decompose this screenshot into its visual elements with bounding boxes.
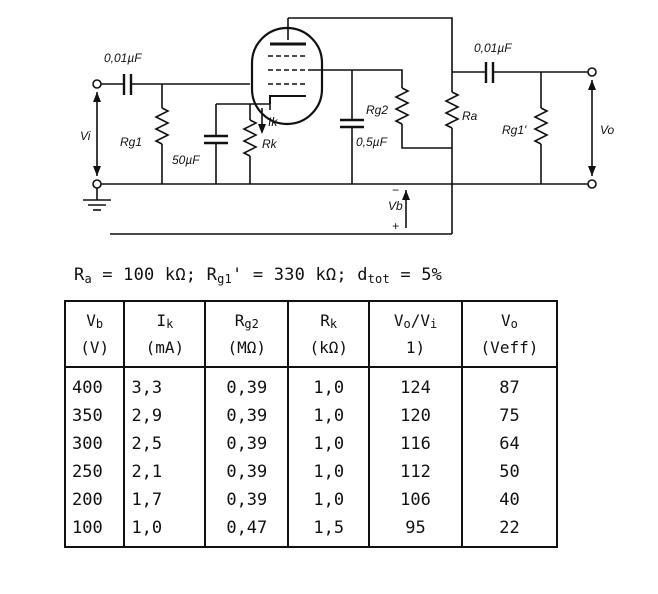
- rg2-resistor: [394, 87, 410, 125]
- table-cell: 75: [460, 402, 559, 430]
- rg1p-resistor: [533, 107, 549, 145]
- rg2-wire-bottom: [401, 124, 452, 149]
- dtot-value: = 5%: [389, 265, 443, 285]
- table-row: 350 2,9 0,39 1,0 120 75: [63, 402, 559, 430]
- dtot-symbol: d: [357, 265, 368, 285]
- c-in-label: 0,01µF: [104, 51, 142, 65]
- ik-label: Ik: [268, 115, 278, 129]
- vb-label: Vb: [388, 199, 403, 213]
- table-cell: 22: [460, 514, 559, 548]
- table-cell: 0,39: [204, 430, 290, 458]
- ra-symbol: R: [74, 265, 85, 285]
- rg2-wire-top: [352, 69, 403, 88]
- table-cell: 64: [460, 430, 559, 458]
- rg1-symbol: R: [206, 265, 218, 285]
- rg1-value: ' = 330 kΩ;: [231, 265, 358, 285]
- vo-arrow-head-top: [588, 80, 596, 90]
- vi-arrow-head-bottom: [93, 166, 101, 176]
- table-cell: 50: [460, 458, 559, 486]
- rg1-label: Rg1: [120, 135, 142, 149]
- table-cell: 200: [63, 486, 126, 514]
- table-cell: 124: [368, 367, 463, 402]
- header-vo: Vo(Veff): [460, 300, 559, 368]
- vb-arrow-head: [402, 190, 410, 200]
- c-out-label: 0,01µF: [474, 41, 512, 55]
- input-terminal: [92, 79, 102, 89]
- table-cell: 0,39: [204, 402, 290, 430]
- table-row: 100 1,0 0,47 1,5 95 22: [63, 514, 559, 548]
- table-cell: 300: [63, 430, 126, 458]
- table-cell: 106: [368, 486, 463, 514]
- header-rg2: Rg2(MΩ): [204, 300, 290, 368]
- table-cell: 0,39: [204, 367, 290, 402]
- header-rk: Rk(kΩ): [287, 300, 371, 368]
- ra-resistor: [444, 91, 460, 129]
- table-cell: 400: [63, 367, 126, 402]
- table-cell: 250: [63, 458, 126, 486]
- operating-conditions: Ra = 100 kΩ; Rg1' = 330 kΩ; dtot = 5%: [74, 265, 594, 286]
- table-cell: 100: [63, 514, 126, 548]
- table-cell: 1,0: [123, 514, 207, 548]
- vo-label: Vo: [600, 123, 615, 137]
- table-cell: 0,39: [204, 486, 290, 514]
- vi-arrow-head-top: [93, 92, 101, 102]
- rg1p-label: Rg1': [502, 123, 527, 137]
- header-vb: Vb(V): [63, 300, 126, 368]
- header-ik: Ik(mA): [123, 300, 207, 368]
- output-ground-terminal: [587, 179, 597, 189]
- vb-plus-label: +: [392, 219, 399, 233]
- ra-label: Ra: [462, 109, 478, 123]
- table-cell: 2,1: [123, 458, 207, 486]
- table-cell: 1,0: [287, 402, 371, 430]
- table-cell: 1,0: [287, 430, 371, 458]
- table-cell: 116: [368, 430, 463, 458]
- table-row: 300 2,5 0,39 1,0 116 64: [63, 430, 559, 458]
- table-row: 400 3,3 0,39 1,0 124 87: [63, 367, 559, 402]
- circuit-schematic: 0,01µF 0,01µF Vi Rg1 50µF Ik Rk Rg2 0,5µ…: [80, 17, 615, 235]
- cg2-label: 0,5µF: [356, 135, 388, 149]
- table-cell: 2,9: [123, 402, 207, 430]
- vo-arrow-head-bottom: [588, 166, 596, 176]
- table-cell: 1,0: [287, 458, 371, 486]
- table-cell: 350: [63, 402, 126, 430]
- table-cell: 1,0: [287, 367, 371, 402]
- table-cell: 0,47: [204, 514, 290, 548]
- vi-label: Vi: [80, 129, 91, 143]
- table-cell: 1,7: [123, 486, 207, 514]
- table-cell: 2,5: [123, 430, 207, 458]
- table-cell: 3,3: [123, 367, 207, 402]
- ra-value: = 100 kΩ;: [91, 265, 207, 285]
- table-cell: 87: [460, 367, 559, 402]
- rg1-resistor: [154, 107, 170, 145]
- table-cell: 40: [460, 486, 559, 514]
- table-cell: 112: [368, 458, 463, 486]
- vb-minus-label: −: [392, 183, 399, 197]
- ck-label: 50µF: [172, 153, 200, 167]
- ik-arrow-head: [258, 124, 266, 134]
- rk-resistor: [242, 119, 258, 157]
- rg1-subscript: g1: [217, 272, 232, 286]
- cathode: [269, 95, 306, 104]
- anode-feed-wire: [288, 17, 453, 72]
- table-cell: 95: [368, 514, 463, 548]
- ra-subscript: a: [84, 272, 92, 286]
- rg2-label: Rg2: [366, 103, 388, 117]
- rk-label: Rk: [262, 137, 278, 151]
- table-row: 250 2,1 0,39 1,0 112 50: [63, 458, 559, 486]
- table-cell: 0,39: [204, 458, 290, 486]
- dtot-subscript: tot: [367, 272, 390, 286]
- table-cell: 1,0: [287, 486, 371, 514]
- table-row: 200 1,7 0,39 1,0 106 40: [63, 486, 559, 514]
- table-cell: 1,5: [287, 514, 371, 548]
- pentode-envelope: [250, 26, 324, 126]
- table-cell: 120: [368, 402, 463, 430]
- output-terminal: [587, 67, 597, 77]
- input-ground-terminal: [92, 179, 102, 189]
